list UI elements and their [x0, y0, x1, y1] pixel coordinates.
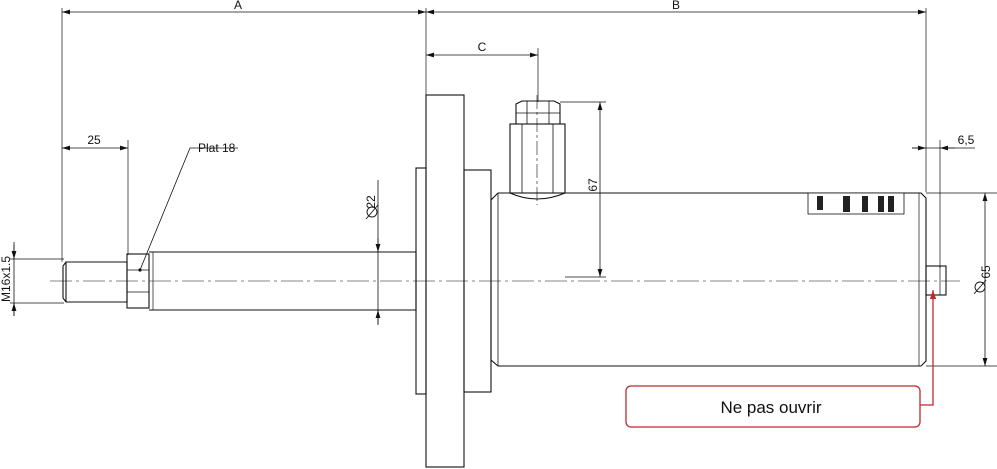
dim-25-label: 25 [87, 133, 101, 147]
dim-b-label: B [672, 0, 680, 12]
dim-67-label: 67 [586, 178, 600, 192]
dim-22-label: 22 [364, 195, 378, 209]
plat-label: Plat 18 [198, 141, 236, 155]
callout-box [625, 385, 921, 428]
label-plate [807, 192, 905, 215]
callout-text: Ne pas ouvrir [720, 398, 821, 417]
part-outlines [62, 94, 947, 468]
diameter-symbol-22 [365, 204, 379, 220]
fitting-nut [515, 100, 561, 124]
callout: Ne pas ouvrir [625, 290, 937, 428]
threaded-tip [62, 261, 128, 303]
hex-flat [126, 253, 150, 309]
callout-leader [920, 290, 937, 406]
plat-leader-line [139, 147, 238, 271]
fitting-hex-lower [509, 123, 566, 194]
end-plug [925, 265, 947, 296]
diameter-symbol-65 [973, 279, 987, 295]
extension-lines [10, 8, 997, 367]
fitting-base [509, 192, 566, 200]
dimension-lines [11, 9, 988, 366]
dim-a-label: A [234, 0, 242, 12]
label-plate-text-block-5 [888, 196, 894, 212]
thread-label: M16x1.5 [0, 256, 13, 302]
dim-c-label: C [478, 40, 487, 54]
label-plate-text-block-3 [862, 196, 868, 212]
body-cylinder [490, 192, 927, 367]
label-plate-text-block-1 [817, 196, 823, 210]
label-plate-text-block-4 [878, 196, 884, 212]
label-plate-text-block-2 [843, 196, 850, 212]
dim-65-label: 65 [979, 265, 993, 279]
dim-6-5-label: 6,5 [958, 133, 975, 147]
